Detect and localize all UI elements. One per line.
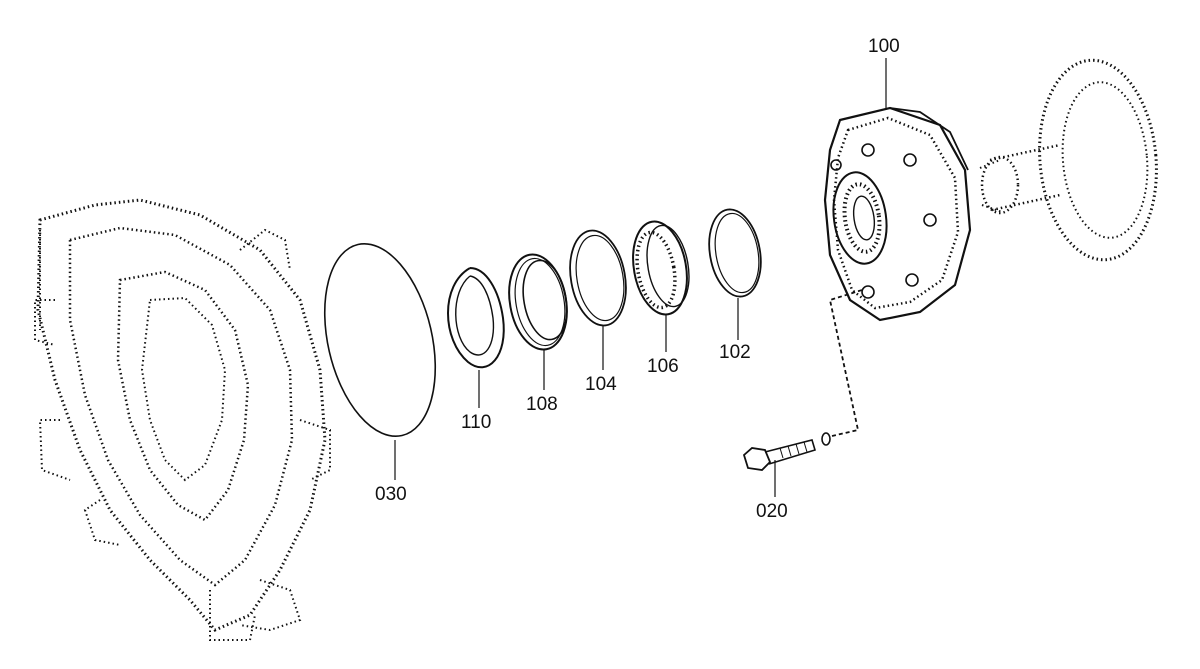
bolt-020-drawing xyxy=(742,432,831,471)
snap-ring-110-drawing xyxy=(447,267,505,369)
pump-cover-100-drawing xyxy=(823,106,972,322)
part-label-030: 030 xyxy=(375,484,407,505)
part-label-100: 100 xyxy=(868,36,900,57)
part-label-106: 106 xyxy=(647,356,679,377)
part-label-110: 110 xyxy=(461,412,491,433)
part-label-108: 108 xyxy=(526,394,558,415)
ring-102-drawing xyxy=(708,208,762,298)
o-ring-030-drawing xyxy=(323,242,437,438)
shaft-flange-drawing xyxy=(979,58,1158,262)
part-label-020: 020 xyxy=(756,501,788,522)
roller-bearing-106-drawing xyxy=(632,220,690,316)
shim-ring-104-drawing xyxy=(569,229,627,327)
bearing-race-108-drawing xyxy=(508,253,568,351)
housing-drawing xyxy=(34,198,331,641)
part-label-104: 104 xyxy=(585,374,617,395)
part-label-102: 102 xyxy=(719,342,751,363)
leader-lines xyxy=(394,58,887,497)
assembly-path xyxy=(828,289,863,437)
